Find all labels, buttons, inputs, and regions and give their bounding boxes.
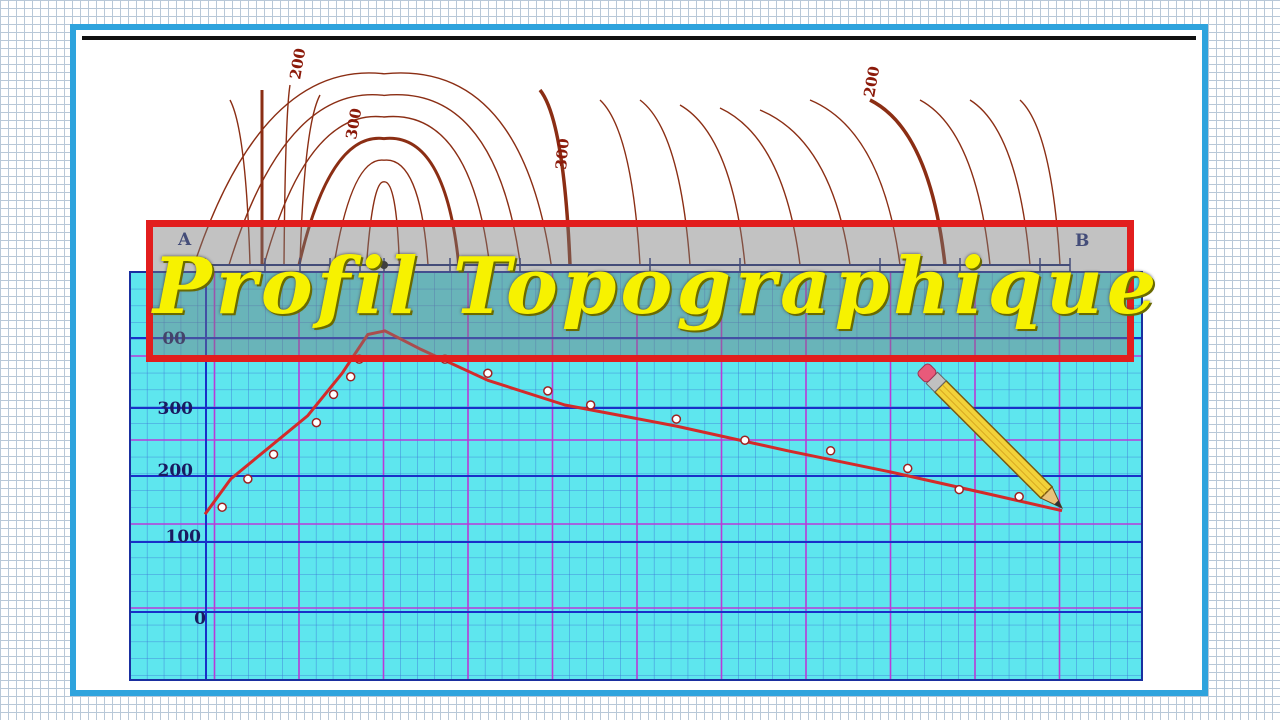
frame-top-rule (82, 36, 1196, 40)
contour-line (283, 84, 291, 266)
y-tick-100: 100 (166, 527, 202, 547)
contour-label-300-left: 300 (342, 107, 365, 141)
contour-line (229, 99, 251, 266)
profile-point (825, 446, 836, 456)
contour-label-200-left: 200 (286, 47, 309, 81)
contour-line (599, 99, 641, 266)
contour-label-200-right: 200 (860, 65, 883, 99)
contour-line (299, 94, 321, 266)
point-a-label: A (177, 230, 192, 250)
title-banner: Profil Topographique (146, 220, 1161, 362)
profile-point (543, 386, 553, 396)
profile-point (1014, 491, 1024, 502)
profile-point (902, 463, 913, 474)
profile-curve (203, 329, 1063, 516)
contour-line (1019, 99, 1061, 266)
y-tick-200: 200 (158, 461, 194, 481)
contour-line (228, 94, 522, 266)
contour-line (639, 99, 691, 266)
section-line-ab (204, 258, 1071, 272)
profile-point (345, 372, 356, 382)
contour-line (719, 107, 801, 266)
contour-label-300-center: 300 (552, 138, 573, 171)
contour-line (297, 136, 461, 266)
contour-line (969, 99, 1031, 266)
contour-line (809, 99, 901, 266)
contour-line (759, 109, 851, 266)
y-tick-300: 300 (158, 399, 194, 419)
profile-point (217, 502, 227, 512)
contour-line (679, 104, 746, 266)
profile-point (671, 414, 682, 424)
y-tick-400: 00 (162, 329, 186, 349)
pencil-icon (917, 363, 1064, 510)
profile-point (328, 389, 339, 400)
contour-line (263, 115, 491, 266)
contour-lines (193, 72, 1061, 266)
profile-point (311, 417, 322, 428)
profile-points (217, 354, 1024, 512)
profile-point (954, 484, 964, 495)
y-tick-0: 0 (194, 609, 206, 629)
contour-line (538, 88, 572, 266)
profile-point (483, 368, 493, 378)
contour-line (333, 159, 429, 266)
contour-line (919, 99, 991, 266)
contour-line (869, 98, 947, 266)
profile-point (268, 449, 279, 460)
profile-point (243, 474, 253, 484)
point-b-label: B (1075, 231, 1089, 251)
title-text: Profil Topographique (153, 241, 1161, 332)
contour-line (193, 72, 552, 266)
profile-point (740, 435, 750, 445)
graph-paper (129, 271, 1143, 681)
profile-point (585, 400, 596, 410)
